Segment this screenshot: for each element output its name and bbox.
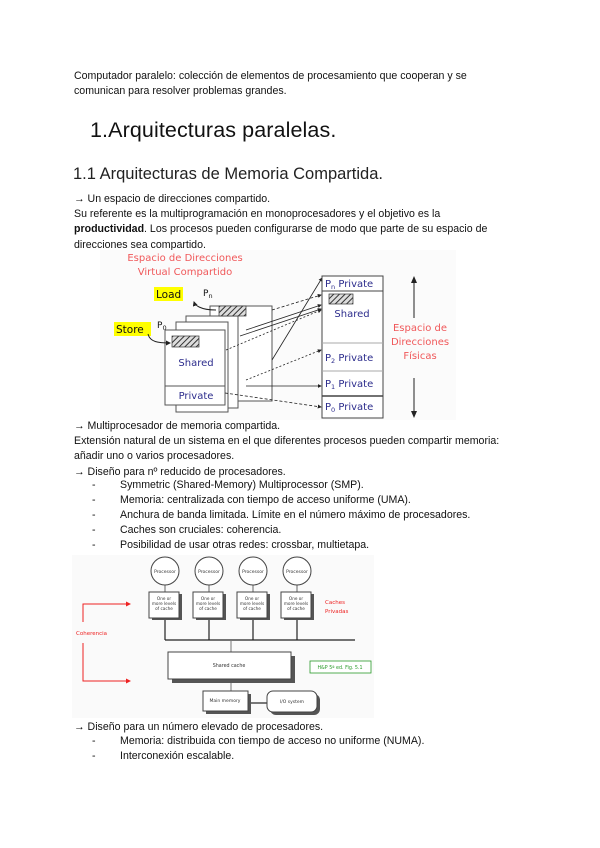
shared-address-space-diagram: Espacio de Direcciones Virtual Compartid…: [100, 250, 456, 420]
hatched-block-pn: [218, 305, 247, 317]
bullet-marker: -: [92, 539, 96, 551]
coherence-bracket: [82, 601, 131, 684]
physical-block-p1-private: P1 Private: [325, 379, 373, 391]
section1-line-2-rest: . Los procesos pueden configurarse de mo…: [144, 223, 488, 236]
section1-line-3: direcciones sea compartido.: [74, 238, 206, 251]
processor-node: Processor: [194, 556, 224, 592]
section2-line-1: Extensión natural de un sistema en el qu…: [74, 435, 500, 448]
hatched-block-p0: [171, 335, 200, 348]
bullet-item: Posibilidad de usar otras redes: crossba…: [120, 539, 370, 551]
processor-node: Processor: [150, 556, 180, 592]
section3-arrow-line: → Diseño para un número elevado de proce…: [74, 721, 324, 733]
processor-node: Processor: [282, 556, 312, 592]
physical-space-title-2: Direcciones: [391, 337, 449, 348]
heading-1: 1.Arquitecturas paralelas.: [90, 118, 337, 142]
bullet-marker: -: [92, 494, 96, 506]
bullet-item: Memoria: centralizada con tiempo de acce…: [120, 494, 411, 506]
reference-label: H&P 5ª ed. Fig. 5.1: [317, 665, 362, 671]
bullet-marker: -: [92, 750, 96, 762]
physical-range-arrow: [411, 276, 417, 418]
store-label: Store: [116, 324, 144, 336]
physical-block-p0-private: P0 Private: [325, 402, 373, 414]
physical-block-p2-private: P2 Private: [325, 353, 373, 365]
bullet-marker: -: [92, 509, 96, 521]
svg-text:Processor: Processor: [198, 569, 220, 575]
svg-text:Processor: Processor: [286, 569, 308, 575]
bullet-item: Caches son cruciales: coherencia.: [120, 524, 282, 536]
smp-diagram: Processor Processor Processor Processor …: [72, 555, 374, 718]
private-label-virtual: Private: [179, 391, 214, 402]
coherence-label: Coherencia: [76, 631, 107, 637]
physical-block-pn-private: Pn Private: [325, 279, 373, 291]
svg-text:P0: P0: [157, 321, 167, 332]
intro-line-2: comunican para resolver problemas grande…: [74, 85, 287, 98]
svg-text:I/O system: I/O system: [280, 699, 304, 705]
virtual-space-title-2: Virtual Compartido: [138, 267, 232, 278]
physical-space-title-1: Espacio de: [393, 323, 447, 334]
shared-cache-box: Shared cache: [167, 651, 295, 683]
svg-text:Pn: Pn: [203, 289, 213, 300]
load-label: Load: [156, 289, 181, 301]
caches-privadas-label-2: Privadas: [325, 609, 348, 615]
main-memory-box: Main memory: [202, 690, 251, 714]
heading-2: 1.1 Arquitecturas de Memoria Compartida.: [73, 165, 383, 183]
bullet-item: Interconexión escalable.: [120, 750, 235, 762]
svg-text:Processor: Processor: [242, 569, 264, 575]
section2-line-2: añadir uno o varios procesadores.: [74, 450, 235, 463]
io-system-box: I/O system: [266, 690, 320, 715]
bullet-marker: -: [92, 524, 96, 536]
section1-arrow-line: → Un espacio de direcciones compartido.: [74, 193, 271, 205]
svg-text:Shared cache: Shared cache: [213, 663, 246, 669]
intro-paragraph: Computador paralelo: colección de elemen…: [74, 69, 467, 99]
caches-privadas-label-1: Caches: [325, 600, 345, 606]
section2-arrow-line-2: → Diseño para nº reducido de procesadore…: [74, 465, 286, 478]
pn-sub: n: [208, 292, 212, 300]
reference-box: [309, 660, 372, 674]
p0-sub: 0: [162, 324, 166, 332]
productividad-bold: productividad: [74, 223, 145, 236]
shared-label-virtual: Shared: [178, 358, 213, 369]
bullet-marker: -: [92, 735, 96, 747]
bullet-marker: -: [92, 479, 96, 491]
pn-label: P: [203, 289, 209, 299]
bullet-item: Symmetric (Shared-Memory) Multiprocessor…: [120, 479, 364, 491]
bullet-item: Memoria: distribuida con tiempo de acces…: [120, 735, 425, 747]
p0-label: P: [157, 321, 163, 331]
processor-node: Processor: [238, 556, 268, 592]
section1-line-2: productividad. Los procesos pueden confi…: [74, 222, 487, 237]
physical-space-title-3: Físicas: [403, 350, 436, 362]
intro-line-1: Computador paralelo: colección de elemen…: [74, 70, 467, 82]
section2-arrow-line-1: → Multiprocesador de memoria compartida.: [74, 420, 281, 432]
section3-paragraph: → Diseño para un número elevado de proce…: [74, 720, 323, 735]
section2-paragraph: → Multiprocesador de memoria compartida.…: [74, 419, 499, 480]
physical-block-shared: Shared: [334, 309, 369, 320]
svg-text:Main memory: Main memory: [210, 698, 241, 704]
virtual-space-title-1: Espacio de Direcciones: [127, 253, 242, 264]
section1-paragraph: → Un espacio de direcciones compartido. …: [74, 192, 487, 253]
hatched-block-physical: [328, 293, 354, 305]
svg-text:Processor: Processor: [154, 569, 176, 575]
section1-line-1: Su referente es la multiprogramación en …: [74, 208, 441, 221]
bullet-item: Anchura de banda limitada. Límite en el …: [120, 509, 471, 521]
